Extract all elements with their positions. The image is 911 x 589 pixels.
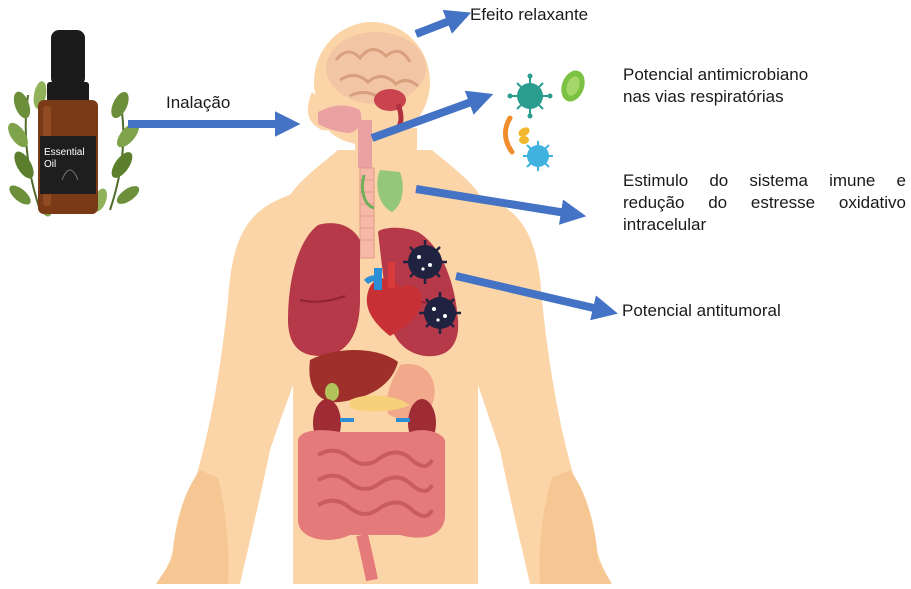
label-antimicrobial: Potencial antimicrobiano nas vias respir…: [623, 64, 808, 108]
label-relaxing-effect: Efeito relaxante: [470, 4, 588, 26]
label-antitumor: Potencial antitumoral: [622, 300, 781, 322]
bacterium-orange-rod: [505, 118, 512, 152]
bacterium-green: [557, 67, 589, 105]
label-immune-line1: Estimulo do sistema imune e: [623, 170, 906, 192]
label-immune-line2: redução do estresse oxidativo: [623, 192, 906, 214]
bacterium-yellow: [517, 126, 531, 144]
essential-oil-illustration: [4, 30, 143, 218]
label-immune: Estimulo do sistema imune e redução do e…: [623, 170, 906, 236]
virus-teal-large: [508, 74, 553, 119]
label-antimicrobial-line1: Potencial antimicrobiano: [623, 64, 808, 86]
virus-blue: [523, 141, 553, 171]
bottle-label: Essential Oil: [44, 147, 85, 171]
label-antimicrobial-line2: nas vias respiratórias: [623, 86, 808, 108]
bottle-label-line1: Essential: [44, 147, 85, 159]
gallbladder: [325, 383, 339, 401]
oil-bottle: [38, 30, 98, 214]
label-immune-line3: intracelular: [623, 214, 906, 236]
label-inhalation: Inalação: [166, 92, 230, 114]
bottle-label-line2: Oil: [44, 159, 85, 171]
arrow-relaxing-effect: [416, 20, 452, 34]
microbes: [505, 67, 588, 171]
